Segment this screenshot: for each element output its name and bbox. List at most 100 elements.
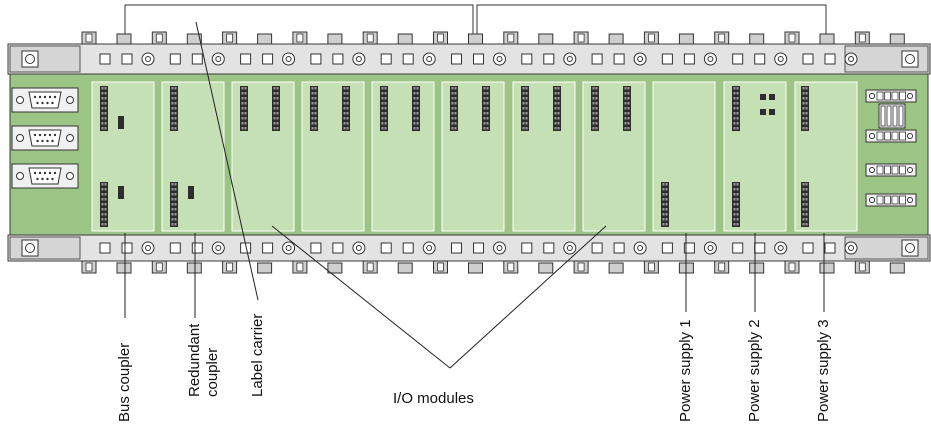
rail-notch (310, 53, 322, 65)
connector-pin (101, 127, 104, 130)
locking-tab-slot (507, 33, 515, 43)
connector-pin (624, 107, 627, 110)
screw (907, 133, 913, 139)
pin (46, 101, 49, 105)
slot-screw-center (285, 56, 292, 62)
pin (48, 133, 52, 137)
connector-pin (627, 102, 630, 105)
rail-notch (732, 242, 744, 254)
connector-pin (171, 127, 174, 130)
locking-tab (186, 33, 202, 45)
connector-pin (733, 92, 736, 95)
connector-pin (525, 127, 528, 130)
indicator (769, 94, 775, 100)
locking-tab-slot (788, 262, 796, 272)
locking-tab-slot (155, 33, 163, 43)
slot-screw-center (145, 245, 151, 251)
rail-notch (473, 53, 484, 65)
locking-tab-slot (507, 262, 515, 272)
connector-pin (736, 218, 739, 221)
connector-pin (343, 97, 346, 100)
connector-pin (802, 193, 805, 196)
connector-pin (525, 117, 528, 120)
connector-pin (384, 107, 387, 110)
rail-notch (310, 242, 322, 254)
connector-pin (311, 102, 314, 105)
slot-screw-center (355, 245, 362, 251)
terminal-block (865, 193, 917, 207)
connector-pin (805, 117, 808, 120)
connector-pin (736, 112, 739, 115)
indicator (760, 94, 766, 100)
connector-pin (174, 188, 177, 191)
connector-pin (483, 87, 486, 90)
connector-pin (733, 107, 736, 110)
rail-notch (591, 53, 603, 65)
connector-pin (413, 107, 416, 110)
connector-pin (805, 218, 808, 221)
connector-pin (595, 127, 598, 130)
connector-pin (171, 97, 174, 100)
locking-tab (749, 262, 765, 274)
connector-pin (104, 92, 107, 95)
connector-pin (592, 92, 595, 95)
fuse-block (878, 103, 906, 129)
connector-pin (381, 92, 384, 95)
connector-pin (104, 87, 107, 90)
connector-pin (557, 97, 560, 100)
terminal-cell (884, 165, 891, 175)
connector-pin (451, 87, 454, 90)
rail-notch (451, 53, 462, 65)
connector-pin (736, 203, 739, 206)
connector-pin (413, 117, 416, 120)
connector-pin (241, 92, 244, 95)
connector-pin (483, 102, 486, 105)
module-slot (371, 81, 435, 232)
connector-pin (241, 112, 244, 115)
rail-notch (543, 53, 555, 65)
locking-tab (397, 33, 413, 45)
locking-tab (397, 262, 413, 274)
connector-shell (28, 91, 62, 109)
connector-pin (662, 213, 665, 216)
connector-pin (805, 183, 808, 186)
connector-pin (311, 117, 314, 120)
locking-tab (819, 33, 835, 45)
slot-screw-center (848, 56, 854, 62)
fuse (880, 105, 886, 127)
connector-pin (171, 203, 174, 206)
locking-tab-slot (648, 33, 655, 43)
connector-pin (662, 223, 665, 226)
connector-pin (592, 107, 595, 110)
connector-pin (627, 87, 630, 90)
connector-pin (805, 97, 808, 100)
connector-pin (595, 102, 598, 105)
rail-end-cap (9, 45, 81, 73)
connector-pin (314, 107, 317, 110)
terminal-cell (891, 131, 899, 141)
connector-pin (174, 122, 177, 125)
connector-pin (104, 218, 107, 221)
power-supply-2-label: Power supply 2 (746, 319, 763, 422)
connector-pin (276, 122, 279, 125)
terminal-cell (876, 195, 884, 205)
connector-pin (244, 117, 247, 120)
connector-pin (624, 87, 627, 90)
rail-notch (473, 242, 484, 254)
connector-pin (522, 92, 525, 95)
connector-pin (101, 218, 104, 221)
connector-pin (273, 122, 276, 125)
connector-pin (805, 188, 808, 191)
connector-pin (171, 92, 174, 95)
screw (869, 167, 875, 173)
pin (38, 133, 42, 137)
connector-block (380, 86, 388, 131)
module-slot (91, 81, 155, 232)
rail-notch (802, 242, 814, 254)
connector-pin (454, 97, 457, 100)
connector-pin (627, 127, 630, 130)
connector-pin (662, 193, 665, 196)
connector-pin (733, 97, 736, 100)
locking-tab-slot (858, 262, 866, 272)
locking-tab-slot (226, 33, 234, 43)
